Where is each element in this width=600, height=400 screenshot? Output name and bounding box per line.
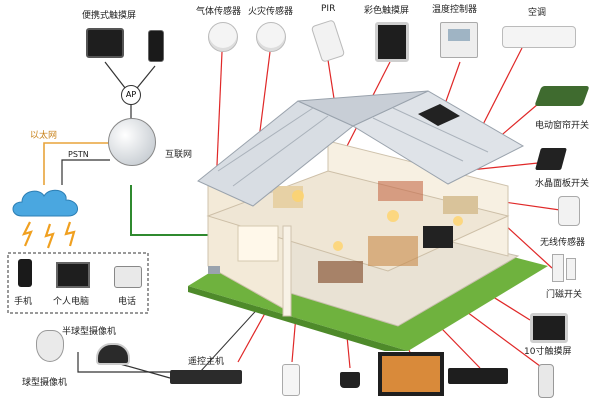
internet-globe-icon [108,118,156,166]
pc-device [56,262,90,288]
color-touchscreen-device [375,22,409,62]
internet-label: 互联网 [165,150,193,160]
touchscreen-10inch-device [530,313,568,343]
ethernet-label: 以太网 [30,131,58,141]
dome-camera-device [96,343,130,365]
ptz-camera-line [77,352,170,373]
pir-label: PIR [321,4,336,14]
temperature-controller-label: 温度控制器 [432,5,478,15]
gas-sensor-device [208,22,238,52]
pstn-label: PSTN [68,150,89,159]
dome-camera-label: 半球型摄像机 [62,327,117,337]
house-illustration [178,86,548,358]
tv [423,226,453,248]
ptz-camera-device [36,330,64,362]
remote-control-device [538,364,554,398]
wireless-sensor-label: 无线传感器 [540,238,586,248]
red-line-door [504,224,553,269]
wireless-sensor-device [558,196,580,226]
door-magnet-device [566,258,576,280]
telephone-label: 电话 [118,297,137,307]
fire-sensor-device [256,22,286,52]
red-line-pir [327,59,336,106]
control-host-label: 遥控主机 [188,357,225,367]
fire-sensor-label: 火灾传感器 [248,7,294,17]
dvr-device [448,368,508,384]
temperature-controller-device [440,22,478,58]
skylight [418,104,460,126]
telephone-device [114,266,142,288]
crystal-switch-label: 水晶面板开关 [535,179,590,189]
portable-touchscreen-label: 便携式触摸屏 [82,11,137,21]
red-line-crystal [469,162,539,171]
ethernet-line [43,142,110,185]
pstn-line [61,159,110,185]
cloud-icon [12,189,78,217]
mobile-phone-device [148,30,164,62]
gas-sensor-label: 气体传感器 [196,7,242,17]
door-switch-label: 门磁开关 [546,290,583,300]
curtain-switch-device [534,86,590,106]
air-conditioner-label: 空调 [528,8,547,18]
portable-touchscreen-device [86,28,124,58]
pc-label: 个人电脑 [53,297,90,307]
terminal-devices-box [7,252,149,314]
speaker-device [340,372,360,388]
air-conditioner-device [502,26,576,48]
signal-bolt-1 [21,221,33,247]
ap-node: AP [121,85,141,105]
bed [378,181,423,201]
sofa [368,236,418,266]
signal-bolt-2 [44,223,55,249]
touchscreen-10inch-label: 10寸触摸屏 [524,347,572,357]
control-host-device [170,370,242,384]
ptz-camera-label: 球型摄像机 [22,378,68,388]
phone-label: 手机 [14,297,33,307]
color-touchscreen-label: 彩色触摸屏 [364,6,410,16]
table [318,261,363,283]
phone-device [18,259,32,287]
photo-frame-device [378,352,444,396]
signal-bolt-3 [64,221,76,247]
remote-key-device [282,364,300,396]
door-switch-device [552,254,564,282]
curtain-switch-label: 电动窗帘开关 [535,121,590,131]
